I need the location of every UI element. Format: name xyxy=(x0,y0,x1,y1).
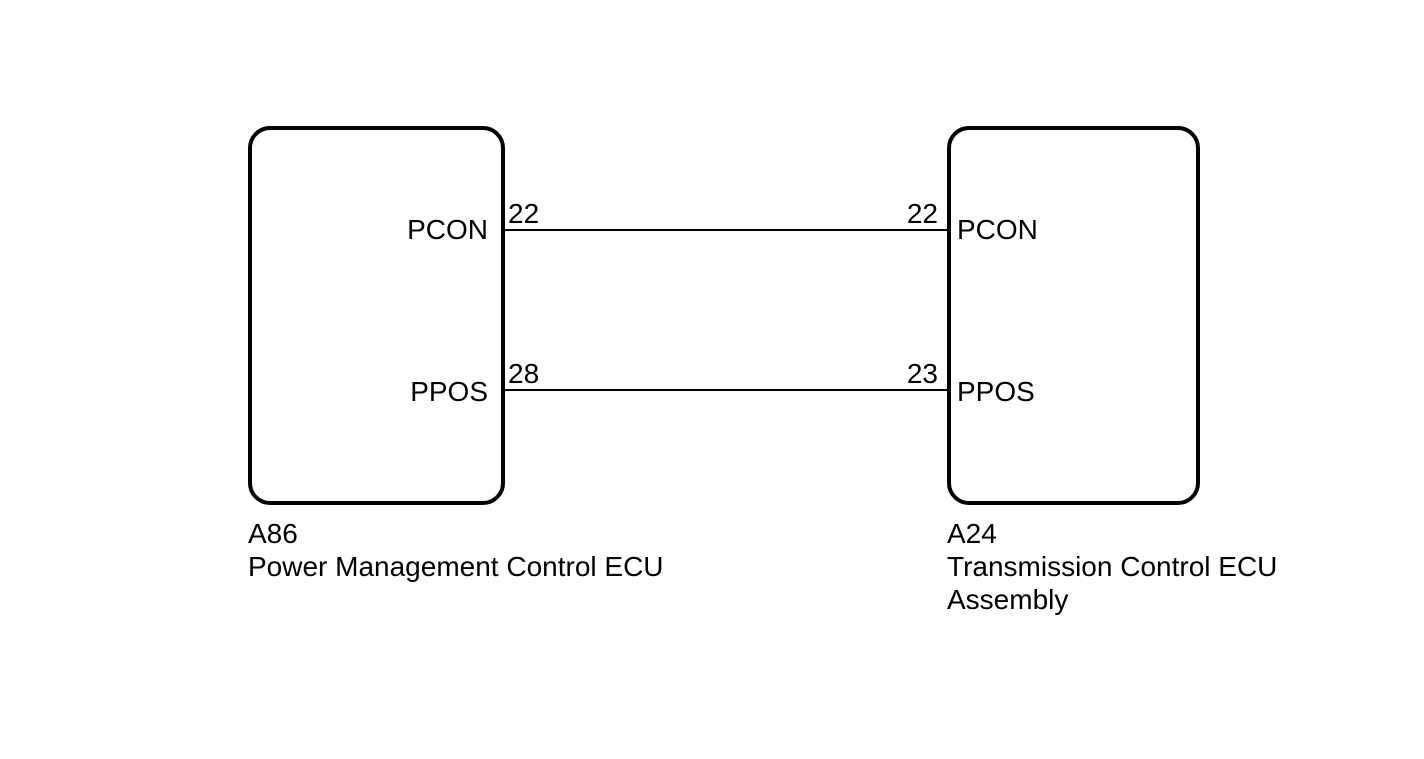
wire-ppos xyxy=(503,389,949,391)
a24-caption: A24 Transmission Control ECU Assembly xyxy=(947,517,1277,616)
a86-pcon-pin-number: 22 xyxy=(508,198,540,229)
a24-component-name-line1: Transmission Control ECU xyxy=(947,551,1278,582)
a86-component-name: Power Management Control ECU xyxy=(248,551,664,582)
a24-component-code: A24 xyxy=(947,518,997,549)
ecu-box-a86 xyxy=(248,126,505,505)
a86-ppos-pin-number: 28 xyxy=(508,358,540,389)
a86-pcon-terminal-label: PCON xyxy=(407,214,488,245)
a86-caption: A86 Power Management Control ECU xyxy=(248,517,664,583)
a86-ppos-terminal-label: PPOS xyxy=(410,376,488,407)
wire-pcon xyxy=(503,229,949,231)
a24-component-name-line2: Assembly xyxy=(947,584,1069,615)
a24-ppos-terminal-label: PPOS xyxy=(957,376,1035,407)
a24-ppos-pin-number: 23 xyxy=(906,358,938,389)
a24-pcon-terminal-label: PCON xyxy=(957,214,1038,245)
a86-component-code: A86 xyxy=(248,518,298,549)
a24-pcon-pin-number: 22 xyxy=(906,198,938,229)
ecu-box-a24 xyxy=(947,126,1200,505)
